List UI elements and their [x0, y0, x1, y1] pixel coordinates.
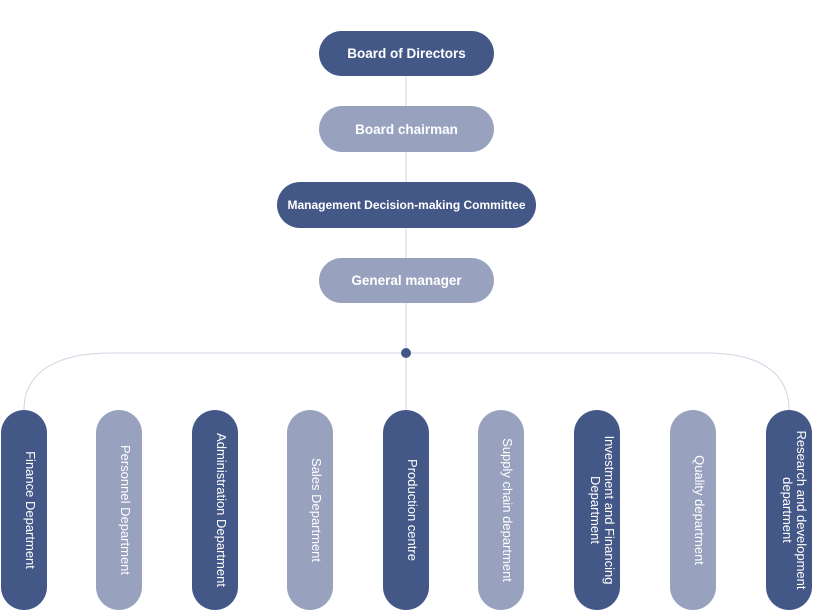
- junction-dot: [401, 348, 411, 358]
- dept-finance: Finance Department: [1, 410, 47, 610]
- dept-label: Personnel Department: [118, 444, 133, 576]
- dept-label: Research and development department: [780, 430, 809, 590]
- dept-label: Finance Department: [23, 451, 38, 569]
- node-board-of-directors: Board of Directors: [319, 31, 494, 76]
- dept-sales: Sales Department: [287, 410, 333, 610]
- dept-research-development: Research and development department: [766, 410, 812, 610]
- dept-label: Production centre: [405, 459, 420, 561]
- node-management-committee: Management Decision-making Committee: [277, 182, 536, 228]
- dept-label: Supply chain department: [500, 438, 515, 582]
- node-label: Board chairman: [355, 121, 458, 137]
- dept-quality: Quality department: [670, 410, 716, 610]
- dept-supply-chain: Supply chain department: [478, 410, 524, 610]
- dept-personnel: Personnel Department: [96, 410, 142, 610]
- node-general-manager: General manager: [319, 258, 494, 303]
- dept-label: Sales Department: [309, 457, 324, 563]
- node-label: General manager: [351, 273, 462, 288]
- dept-administration: Administration Department: [192, 410, 238, 610]
- dept-investment-financing: Investment and Financing Department: [574, 410, 620, 610]
- dept-label: Investment and Financing Department: [588, 435, 617, 585]
- node-label: Board of Directors: [347, 46, 466, 61]
- dept-label: Quality department: [692, 455, 707, 565]
- dept-production: Production centre: [383, 410, 429, 610]
- dept-label: Administration Department: [214, 433, 229, 587]
- node-label: Management Decision-making Committee: [287, 198, 526, 212]
- node-board-chairman: Board chairman: [319, 106, 494, 152]
